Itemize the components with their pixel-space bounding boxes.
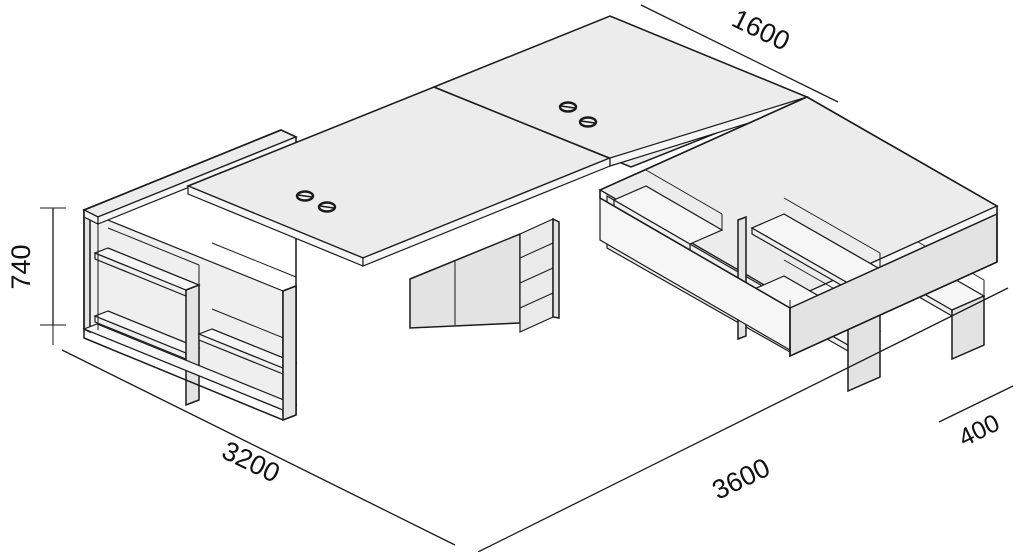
shelf-depth-dimension: 400 <box>938 385 1014 452</box>
cable-grommet <box>317 201 337 213</box>
right-width-dimension-label: 3600 <box>707 452 774 505</box>
height-dimension: 740 <box>6 207 66 326</box>
shelf-depth-dimension-label: 400 <box>954 409 1004 452</box>
desk-joint-seam <box>433 86 611 159</box>
cable-grommet <box>578 116 598 128</box>
cable-grommet-group <box>295 101 598 213</box>
cable-grommet <box>558 101 578 113</box>
modesty-panel <box>409 232 521 329</box>
height-dimension-label: 740 <box>6 244 36 289</box>
center-drawer-pedestal <box>519 217 560 333</box>
right-bookshelf-unit <box>598 96 999 393</box>
left-bookshelf-unit <box>82 129 298 421</box>
depth-dimension-label: 1600 <box>727 3 794 56</box>
cable-grommet <box>295 190 315 202</box>
desk-leg-panel <box>282 284 297 422</box>
left-desk-top <box>186 86 613 267</box>
